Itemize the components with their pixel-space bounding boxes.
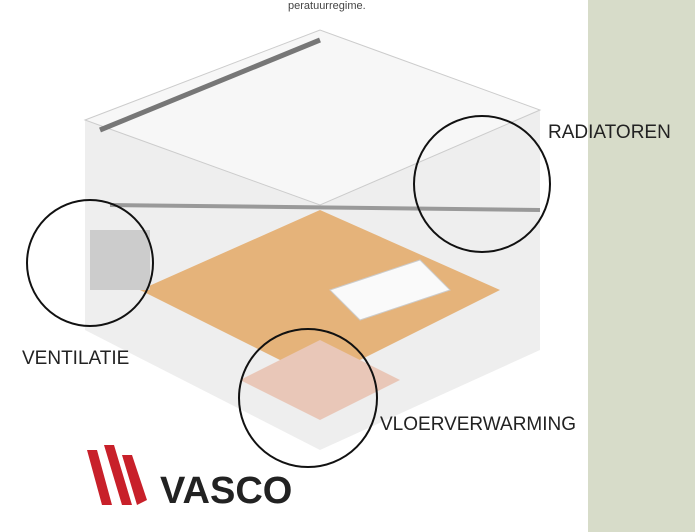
house-illustration xyxy=(26,29,551,468)
floor-heating-label: VLOERVERWARMING xyxy=(380,414,577,435)
floor-heating-circle xyxy=(238,328,378,468)
vasco-logo-mark xyxy=(87,445,147,505)
ventilation-label: VENTILATIE xyxy=(22,348,130,369)
sofa xyxy=(329,259,451,321)
sidebar-panel xyxy=(588,0,695,532)
radiators-label: RADIATOREN xyxy=(548,122,671,143)
floor-heating-area xyxy=(240,340,400,420)
ventilation-circle xyxy=(26,199,154,327)
duct xyxy=(99,37,321,133)
radiators-circle xyxy=(413,115,551,253)
ventilation-unit xyxy=(90,230,150,290)
header-fragment: peratuurregime. xyxy=(288,0,366,12)
logo-text: VASCO xyxy=(160,470,293,512)
wooden-floor xyxy=(140,210,500,380)
duct xyxy=(109,203,541,212)
upper-floor xyxy=(83,29,542,206)
vasco-logo: VASCO xyxy=(82,440,292,510)
